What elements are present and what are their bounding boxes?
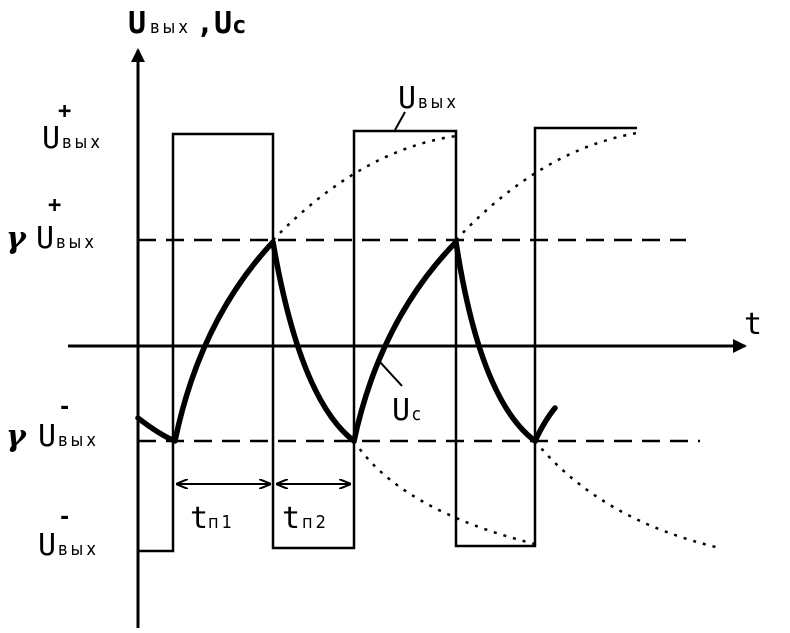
y-axis-label2-main: U	[214, 6, 232, 41]
u-plus-main: U	[42, 121, 60, 156]
gamma-u-minus-sub: вых	[58, 430, 99, 451]
t2-label-main: t	[282, 501, 300, 536]
y-axis-label2-sub: с	[232, 11, 246, 39]
gamma-u-minus-gamma: γ	[6, 419, 27, 454]
dotted-continuation-down-1	[352, 440, 536, 546]
y-axis-label-sub: вых	[150, 17, 191, 38]
gamma-u-minus-main: U	[38, 419, 56, 454]
u-c-leader-line	[379, 361, 403, 387]
u-c-curve	[135, 239, 558, 444]
u-plus-sup: +	[58, 99, 71, 124]
u-c-curve-label-main: U	[392, 393, 410, 428]
u-minus-main: U	[38, 528, 56, 563]
u-c-curve-label-sub: с	[412, 404, 424, 425]
t1-label-main: t	[190, 501, 208, 536]
t1-label-sub: п1	[208, 512, 235, 533]
u-minus-sub: вых	[58, 539, 99, 560]
u-out-square-wave	[138, 126, 637, 553]
u-plus-sub: вых	[62, 132, 103, 153]
x-axis-label: t	[744, 307, 762, 342]
t2-label-sub: п2	[302, 512, 329, 533]
dotted-continuation-up-1	[272, 134, 457, 241]
gamma-u-minus-sup: -	[58, 395, 71, 420]
u-out-curve-label-main: U	[398, 81, 416, 116]
y-axis-label-main: U	[128, 6, 146, 41]
y-axis-label-sep: ,	[196, 6, 214, 41]
dotted-continuation-up-2	[455, 131, 638, 241]
dotted-continuation-down-2	[534, 440, 721, 550]
gamma-u-plus-sub: вых	[56, 232, 97, 253]
gamma-u-plus-main: U	[36, 221, 54, 256]
gamma-u-plus-gamma: γ	[6, 221, 27, 256]
gamma-u-plus-sup: +	[48, 193, 61, 218]
u-out-leader-line	[394, 111, 406, 131]
u-out-curve-label-sub: вых	[418, 92, 459, 113]
u-minus-sup: -	[58, 505, 71, 530]
